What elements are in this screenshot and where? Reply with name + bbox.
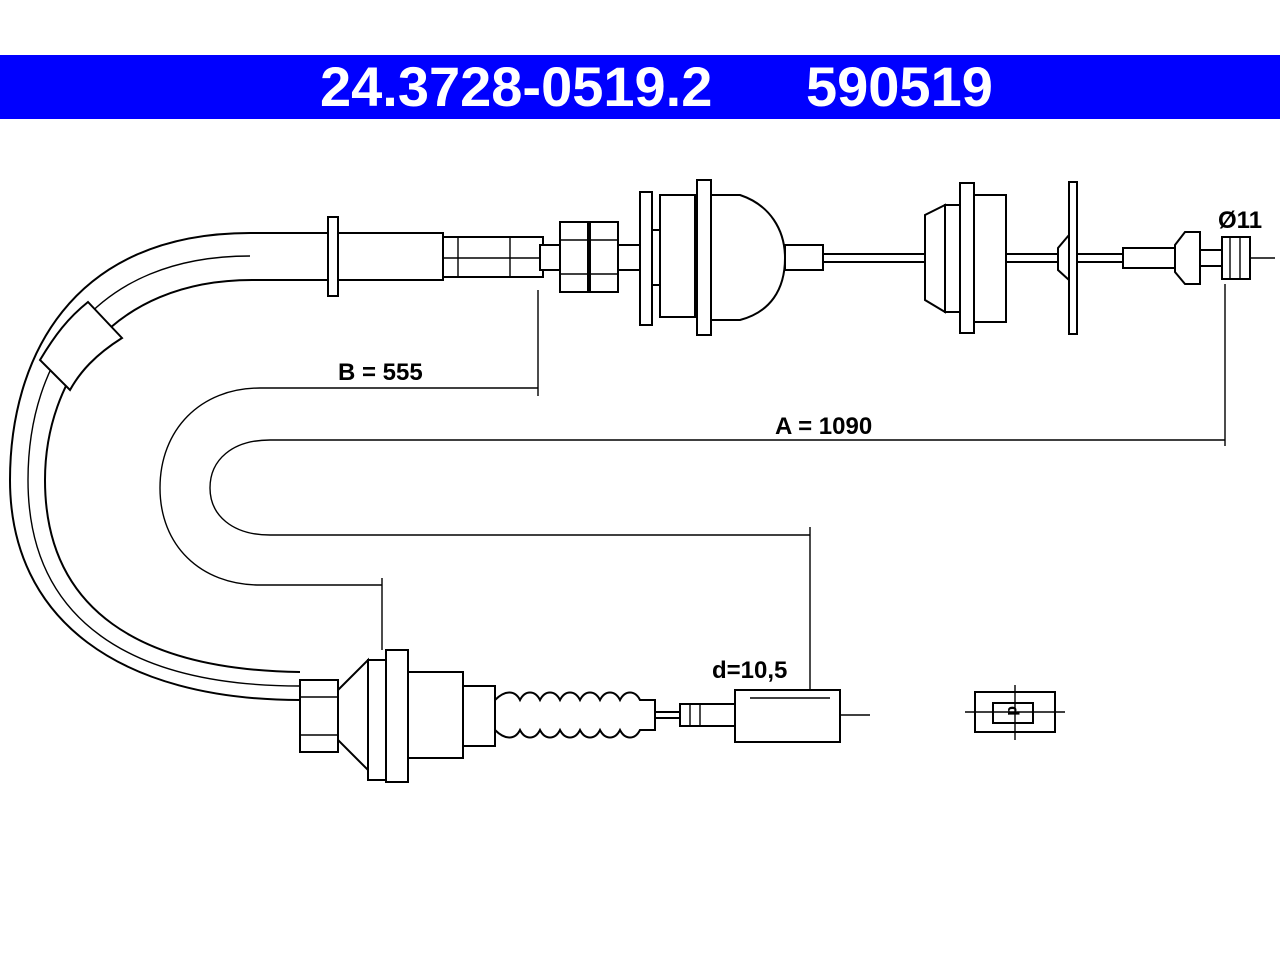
upper-end-fitting	[327, 179, 824, 336]
bore-diameter-label: d=10,5	[712, 657, 787, 684]
title-bar: 24.3728-0519.2 590519	[0, 55, 1280, 119]
dimension-b: B = 555	[159, 290, 539, 650]
diameter-label: Ø11	[1218, 207, 1262, 234]
lower-end-fitting: d=10,5	[299, 649, 870, 783]
ate-part-number: 24.3728-0519.2	[320, 55, 713, 118]
detail-d-label: d	[1004, 706, 1021, 716]
upper-wire-fittings	[924, 181, 1275, 335]
dimension-a-label: A = 1090	[775, 413, 872, 440]
cable-sheath	[8, 232, 330, 701]
eye-end-detail: d	[965, 685, 1065, 740]
oem-part-number: 590519	[806, 55, 993, 118]
dimension-b-label: B = 555	[338, 359, 423, 386]
dimension-a: A = 1090	[209, 284, 1226, 690]
